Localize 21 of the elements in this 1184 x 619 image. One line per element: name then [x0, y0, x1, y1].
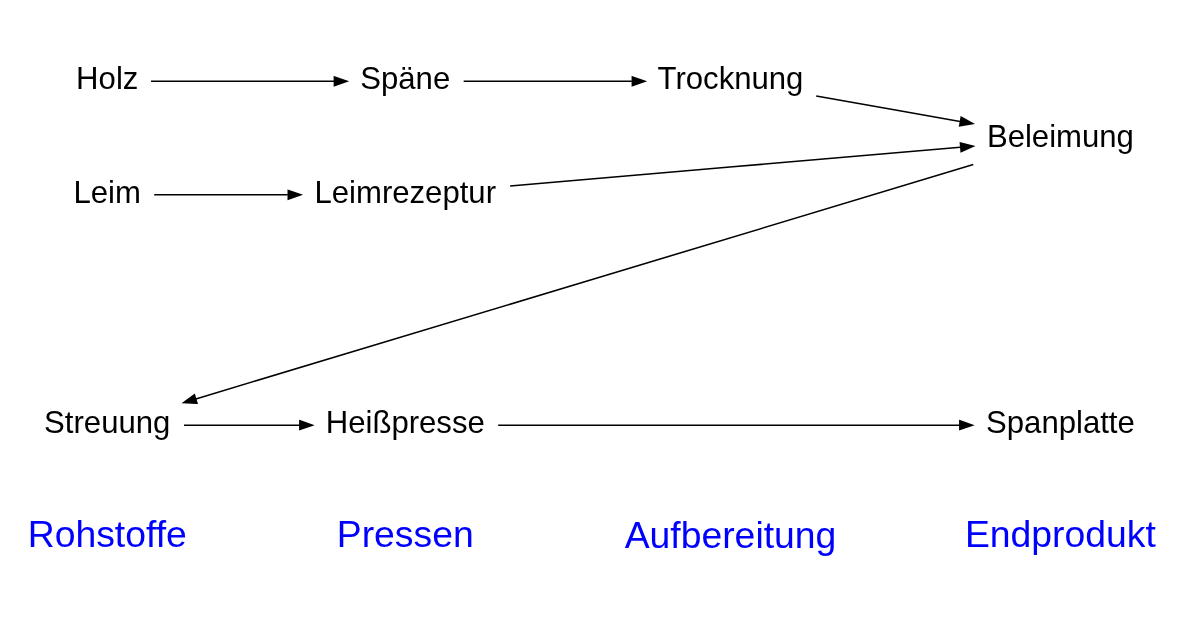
- arrow: [153, 188, 304, 200]
- node-text: Holz: [76, 60, 139, 96]
- arrow: [462, 75, 648, 87]
- arrow: [815, 94, 976, 127]
- node-text: Streuung: [44, 404, 171, 440]
- label: Aufbereitung: [624, 513, 837, 556]
- label: Pressen: [336, 512, 474, 555]
- arrow: [509, 141, 976, 187]
- node-text: Leimrezeptur: [314, 174, 497, 210]
- label: Endprodukt: [964, 512, 1156, 555]
- node-text: Spanplatte: [986, 404, 1135, 440]
- arrow: [183, 419, 315, 431]
- node-text: Späne: [360, 60, 451, 96]
- label: Rohstoffe: [27, 512, 187, 555]
- node-text: Heißpresse: [325, 404, 485, 440]
- node-text: Leim: [73, 174, 141, 210]
- arrow: [150, 75, 350, 87]
- node-text: Beleimung: [986, 118, 1134, 154]
- arrow: [181, 163, 975, 404]
- node-text: Trocknung: [657, 60, 804, 96]
- arrow: [497, 419, 975, 431]
